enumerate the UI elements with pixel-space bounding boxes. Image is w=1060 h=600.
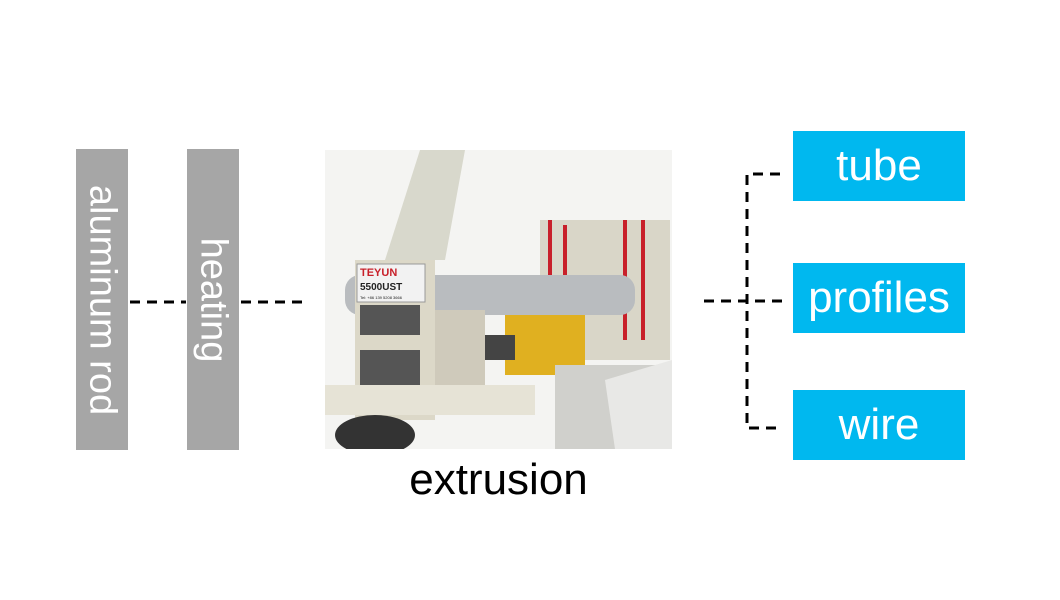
output-tube: tube — [793, 131, 965, 201]
svg-text:TEYUN: TEYUN — [360, 267, 397, 279]
extrusion-machine-image: TEYUN 5500UST Tel: +86 139 5208 3666 — [325, 150, 672, 449]
output-wire: wire — [793, 390, 965, 460]
output-profiles: profiles — [793, 263, 965, 333]
connector-branch — [745, 172, 780, 430]
extrusion-label: extrusion — [409, 455, 588, 504]
svg-text:5500UST: 5500UST — [360, 282, 402, 293]
svg-text:Tel: +86 139 5208 3666: Tel: +86 139 5208 3666 — [360, 295, 403, 300]
step-aluminum-rod: aluminum rod — [76, 149, 128, 450]
step-heating: heating — [187, 149, 239, 450]
